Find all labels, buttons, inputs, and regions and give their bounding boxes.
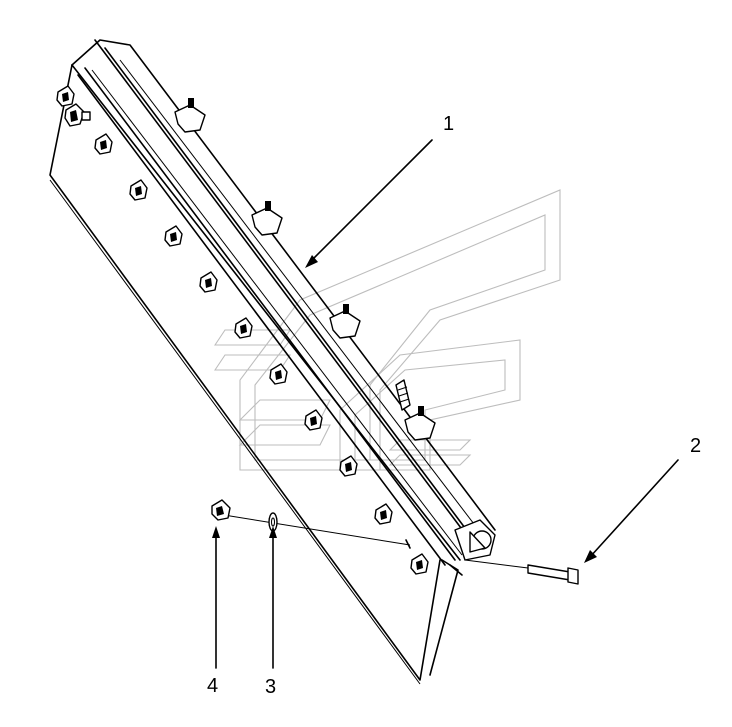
clamp-block [174,98,206,133]
nut [374,503,393,525]
clamp-block [329,304,361,339]
callout-label-2: 2 [690,435,701,457]
nut [129,179,148,201]
nut [234,317,253,339]
callout-label-3: 3 [265,676,276,698]
nut-row [56,85,429,575]
nut [410,553,429,575]
rail-assembly [77,39,496,676]
exploded-bolt [464,559,579,585]
exploded-hardware [211,499,579,585]
nut [56,85,75,107]
nut [64,103,91,127]
callout-label-1: 1 [443,113,454,135]
leader-lines [212,139,679,669]
exploded-nut [211,499,231,521]
fitting [395,379,411,411]
clamp-block [404,406,436,441]
clamp-blocks [174,98,436,441]
blade-plate [49,39,496,685]
clamp-block [251,201,283,236]
nut [339,455,358,477]
nut [199,271,218,293]
nut [94,133,113,155]
nut [164,225,183,247]
nut [269,363,288,385]
callout-label-4: 4 [207,675,218,697]
nut [304,409,323,431]
